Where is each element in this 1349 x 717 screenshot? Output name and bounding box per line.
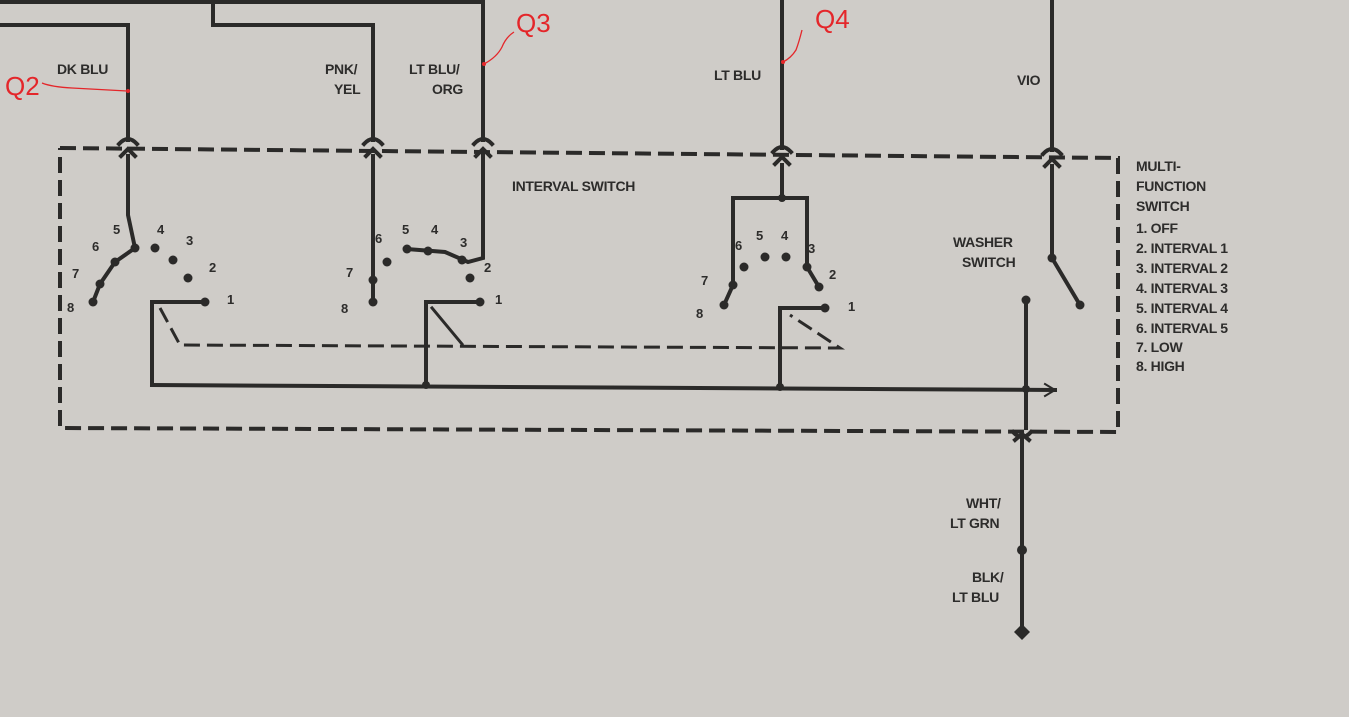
connector-icon xyxy=(471,137,495,159)
connector-icon xyxy=(361,137,385,159)
position-legend: 1. OFF 2. INTERVAL 1 3. INTERVAL 2 4. IN… xyxy=(1136,220,1229,374)
annotation-label: Q2 xyxy=(5,71,40,101)
annotation-q4: Q4 xyxy=(781,4,850,64)
wire-label-pnk-yel: PNK/ xyxy=(325,61,358,77)
ground-lead xyxy=(1017,438,1027,630)
multi-function-label: MULTI- xyxy=(1136,158,1181,174)
washer-switch xyxy=(1021,164,1085,430)
wire-pnk-yel xyxy=(211,0,375,142)
contact-number: 8 xyxy=(696,306,703,321)
ground-icon xyxy=(1014,624,1030,640)
contact-number: 5 xyxy=(113,222,120,237)
interval-switch-pnk-yel: 1 2 3 4 5 6 7 8 xyxy=(341,154,502,387)
multi-function-switch-boundary xyxy=(58,146,1120,435)
contact-number: 6 xyxy=(375,231,382,246)
connector-icon xyxy=(1010,429,1034,443)
annotation-q2: Q2 xyxy=(5,71,130,101)
contact-number: 6 xyxy=(735,238,742,253)
legend-item: 5. INTERVAL 4 xyxy=(1136,300,1228,316)
arrow-icon xyxy=(1043,382,1057,398)
annotation-label: Q4 xyxy=(815,4,850,34)
wire-label-vio: VIO xyxy=(1017,72,1041,88)
contact-number: 8 xyxy=(341,301,348,316)
legend-item: 4. INTERVAL 3 xyxy=(1136,280,1228,296)
washer-switch-label: SWITCH xyxy=(962,254,1016,270)
contact-number: 2 xyxy=(829,267,836,282)
wire-dk-blu xyxy=(0,23,130,142)
contact-number: 4 xyxy=(431,222,439,237)
connector-icon xyxy=(770,145,794,167)
annotation-q3: Q3 xyxy=(482,8,551,66)
contact-number: 6 xyxy=(92,239,99,254)
contact-number: 2 xyxy=(209,260,216,275)
contact-number: 5 xyxy=(402,222,409,237)
interval-switch-dk-blu: 1 2 3 4 5 6 7 8 xyxy=(67,154,846,387)
connector-icon xyxy=(116,137,140,159)
contact-number: 1 xyxy=(495,292,502,307)
wire-lt-blu-org xyxy=(0,0,485,142)
connectors xyxy=(116,137,1064,443)
wire-label-wht-lt-grn: WHT/ xyxy=(966,495,1001,511)
contact-number: 4 xyxy=(157,222,165,237)
legend-item: 2. INTERVAL 1 xyxy=(1136,240,1228,256)
wire-label-wht-lt-grn: LT GRN xyxy=(950,515,999,531)
multi-function-label: FUNCTION xyxy=(1136,178,1206,194)
common-bus xyxy=(149,382,1058,393)
washer-switch-label: WASHER xyxy=(953,234,1013,250)
contact-number: 7 xyxy=(72,266,79,281)
wire-label-lt-blu-org: LT BLU/ xyxy=(409,61,460,77)
legend-item: 1. OFF xyxy=(1136,220,1179,236)
wire-label-blk-lt-blu: BLK/ xyxy=(972,569,1004,585)
wire-label-dk-blu: DK BLU xyxy=(57,61,108,77)
multi-function-label: SWITCH xyxy=(1136,198,1190,214)
contact-number: 3 xyxy=(808,241,815,256)
contact-number: 1 xyxy=(848,299,855,314)
interval-switch-lt-blu: 1 2 3 4 5 6 7 8 xyxy=(696,163,855,387)
wire-label-lt-blu: LT BLU xyxy=(714,67,761,83)
contact-number: 4 xyxy=(781,228,789,243)
contact-number: 2 xyxy=(484,260,491,275)
contact-number: 8 xyxy=(67,300,74,315)
wire-label-lt-blu-org: ORG xyxy=(432,81,463,97)
contact-number: 5 xyxy=(756,228,763,243)
legend-item: 7. LOW xyxy=(1136,339,1184,355)
contact-number: 7 xyxy=(701,273,708,288)
annotation-label: Q3 xyxy=(516,8,551,38)
contact-number: 7 xyxy=(346,265,353,280)
legend-item: 3. INTERVAL 2 xyxy=(1136,260,1228,276)
contact-number: 3 xyxy=(460,235,467,250)
interval-switch-label: INTERVAL SWITCH xyxy=(512,178,635,194)
connector-icon xyxy=(1040,147,1064,169)
contact-number: 3 xyxy=(186,233,193,248)
legend-item: 6. INTERVAL 5 xyxy=(1136,320,1228,336)
contact-number: 1 xyxy=(227,292,234,307)
legend-item: 8. HIGH xyxy=(1136,358,1185,374)
top-wires xyxy=(0,0,1054,152)
wire-label-pnk-yel: YEL xyxy=(334,81,361,97)
wire-label-blk-lt-blu: LT BLU xyxy=(952,589,999,605)
